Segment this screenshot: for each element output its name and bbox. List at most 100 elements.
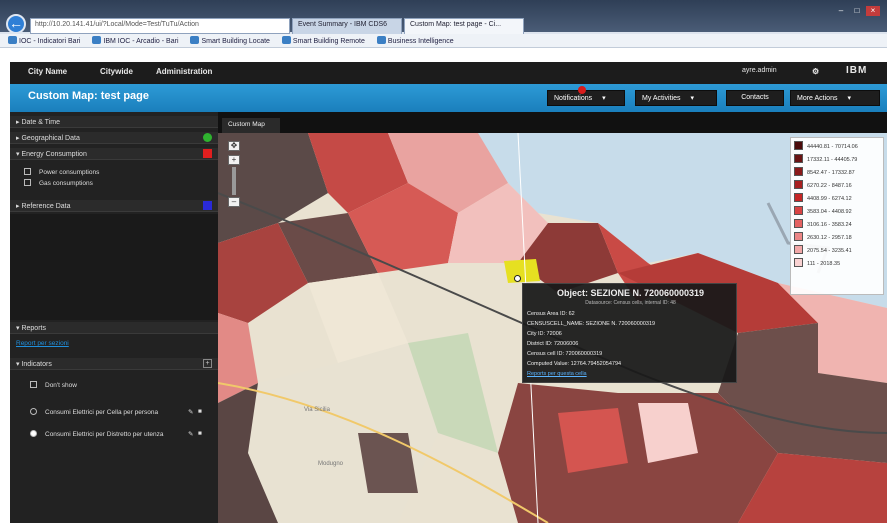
census-zone[interactable] [308, 273, 408, 363]
census-zone[interactable] [448, 183, 548, 263]
section-indicators[interactable]: ▾ Indicators+ [10, 358, 218, 370]
my-activities-button[interactable]: My Activities ▾ [635, 90, 717, 106]
tab-custom-map[interactable]: Custom Map [222, 118, 280, 133]
zoom-slider[interactable] [232, 167, 236, 195]
popup-field: District ID: 72006006 [527, 341, 579, 347]
nav-administration[interactable]: Administration [156, 67, 213, 76]
census-zone[interactable] [718, 323, 887, 463]
census-zone[interactable] [738, 453, 887, 523]
nav-city-name[interactable]: City Name [28, 67, 68, 76]
section-date-time[interactable]: ▸ Date & Time [10, 116, 218, 128]
maximize-icon[interactable]: □ [854, 6, 860, 15]
zoom-in-button[interactable]: + [228, 155, 240, 165]
chevron-down-icon: ▾ [690, 95, 695, 102]
legend-label: 2630.12 - 2957.18 [807, 235, 852, 241]
census-zone[interactable] [358, 433, 418, 493]
census-zone[interactable] [218, 383, 278, 523]
popup-field: Computed Value: 12764.79452054794 [527, 361, 622, 367]
legend-label: 17332.11 - 44405.79 [807, 157, 858, 163]
report-per-sezioni-link[interactable]: Report per sezioni [16, 340, 69, 347]
notifications-button[interactable]: Notifications ▾ [547, 86, 625, 106]
delete-icon[interactable]: ■ [198, 430, 202, 437]
status-indicator-icon [203, 201, 212, 210]
add-icon[interactable]: + [203, 359, 212, 368]
legend-row: 111 - 2018.35 [794, 258, 880, 271]
section-label: Date & Time [21, 119, 60, 126]
notifications-label: Notifications [554, 95, 593, 102]
census-zone[interactable] [518, 223, 618, 293]
map-view[interactable]: Via Sicilia Modugno ✥ + – 44440.81 - 707… [218, 133, 887, 523]
bookmark-item[interactable]: IOC - Indicatori Bari [8, 36, 80, 45]
checkbox[interactable] [24, 168, 31, 175]
power-consumptions-option[interactable]: Power consumptions [24, 168, 99, 176]
legend-row: 3106.16 - 3583.24 [794, 219, 880, 232]
census-zone[interactable] [558, 408, 628, 473]
bookmark-item[interactable]: IBM IOC - Arcadio - Bari [92, 36, 179, 45]
checkbox[interactable] [24, 179, 31, 186]
selected-census-zone[interactable] [504, 259, 540, 283]
section-reports[interactable]: ▾ Reports [10, 322, 218, 334]
gas-consumptions-option[interactable]: Gas consumptions [24, 179, 93, 187]
bookmark-item[interactable]: Smart Building Locate [190, 36, 270, 45]
section-label: Geographical Data [21, 135, 80, 142]
close-icon[interactable]: × [866, 6, 880, 16]
indicator-option-dont-show[interactable]: Don't show [30, 381, 77, 389]
selected-location-marker[interactable] [514, 275, 521, 282]
edit-icon[interactable]: ✎ [188, 409, 194, 416]
legend-label: 4408.99 - 6274.12 [807, 196, 852, 202]
legend-label: 2075.54 - 3235.41 [807, 248, 852, 254]
my-activities-label: My Activities [642, 95, 681, 102]
edit-icon[interactable]: ✎ [188, 431, 194, 438]
checkbox[interactable] [30, 381, 37, 388]
indicator-option-cella[interactable]: Consumi Elettrici per Cella per persona✎… [30, 408, 210, 416]
census-zone[interactable] [218, 313, 258, 403]
status-indicator-icon [203, 149, 212, 158]
minimize-icon[interactable]: – [838, 6, 844, 15]
bookmark-item[interactable]: Smart Building Remote [281, 36, 365, 45]
census-zone[interactable] [348, 183, 458, 273]
popup-field: Census Area ID: 62 [527, 311, 575, 317]
ibm-logo: IBM [846, 65, 868, 76]
radio-button[interactable] [30, 430, 37, 437]
legend-swatch [794, 206, 803, 215]
legend-swatch [794, 245, 803, 254]
contacts-button[interactable]: Contacts [726, 90, 784, 106]
bookmark-item[interactable]: Business Intelligence [376, 36, 454, 45]
indicator-option-distretto[interactable]: Consumi Elettrici per Distretto per uten… [30, 430, 210, 438]
census-zone[interactable] [218, 133, 328, 243]
back-button[interactable]: ← [6, 14, 26, 34]
option-label: Power consumptions [39, 169, 100, 176]
browser-tab-custom-map[interactable]: Custom Map: test page - Ci... [404, 18, 524, 34]
census-zone[interactable] [388, 133, 508, 213]
legend-row: 8542.47 - 17332.87 [794, 167, 880, 180]
option-label: Gas consumptions [39, 180, 93, 187]
census-zone[interactable] [638, 403, 698, 463]
bookmark-icon [281, 36, 291, 44]
section-reference-data[interactable]: ▸ Reference Data [10, 200, 218, 212]
section-geographical-data[interactable]: ▸ Geographical Data [10, 132, 218, 144]
census-zone[interactable] [278, 213, 378, 283]
delete-icon[interactable]: ■ [198, 408, 202, 415]
census-zone[interactable] [778, 283, 887, 383]
more-actions-button[interactable]: More Actions▾ [790, 90, 880, 106]
settings-icon[interactable]: ⚙ [812, 67, 820, 76]
popup-reports-link[interactable]: Reports per questa cella [527, 371, 587, 377]
status-indicator-icon [203, 133, 212, 142]
census-zone[interactable] [308, 133, 408, 213]
section-energy-consumption[interactable]: ▾ Energy Consumption [10, 148, 218, 160]
pan-icon[interactable]: ✥ [228, 141, 240, 151]
chevron-down-icon: ▾ [602, 95, 606, 102]
address-bar[interactable]: http://10.20.141.41/ui/?Local/Mode=Test/… [30, 18, 290, 34]
bookmark-icon [92, 36, 102, 44]
sea-area [468, 133, 887, 308]
radio-button[interactable] [30, 408, 37, 415]
nav-citywide[interactable]: Citywide [100, 67, 133, 76]
browser-tab-event-summary[interactable]: Event Summary - IBM CDS6 [292, 18, 402, 34]
main-road [218, 382, 549, 523]
zoom-out-button[interactable]: – [228, 197, 240, 207]
more-actions-label: More Actions [797, 95, 838, 102]
user-menu[interactable]: ayre.admin [742, 67, 777, 74]
census-zone[interactable] [218, 223, 308, 323]
popup-field: Census cell ID: 720060000319 [527, 351, 603, 357]
